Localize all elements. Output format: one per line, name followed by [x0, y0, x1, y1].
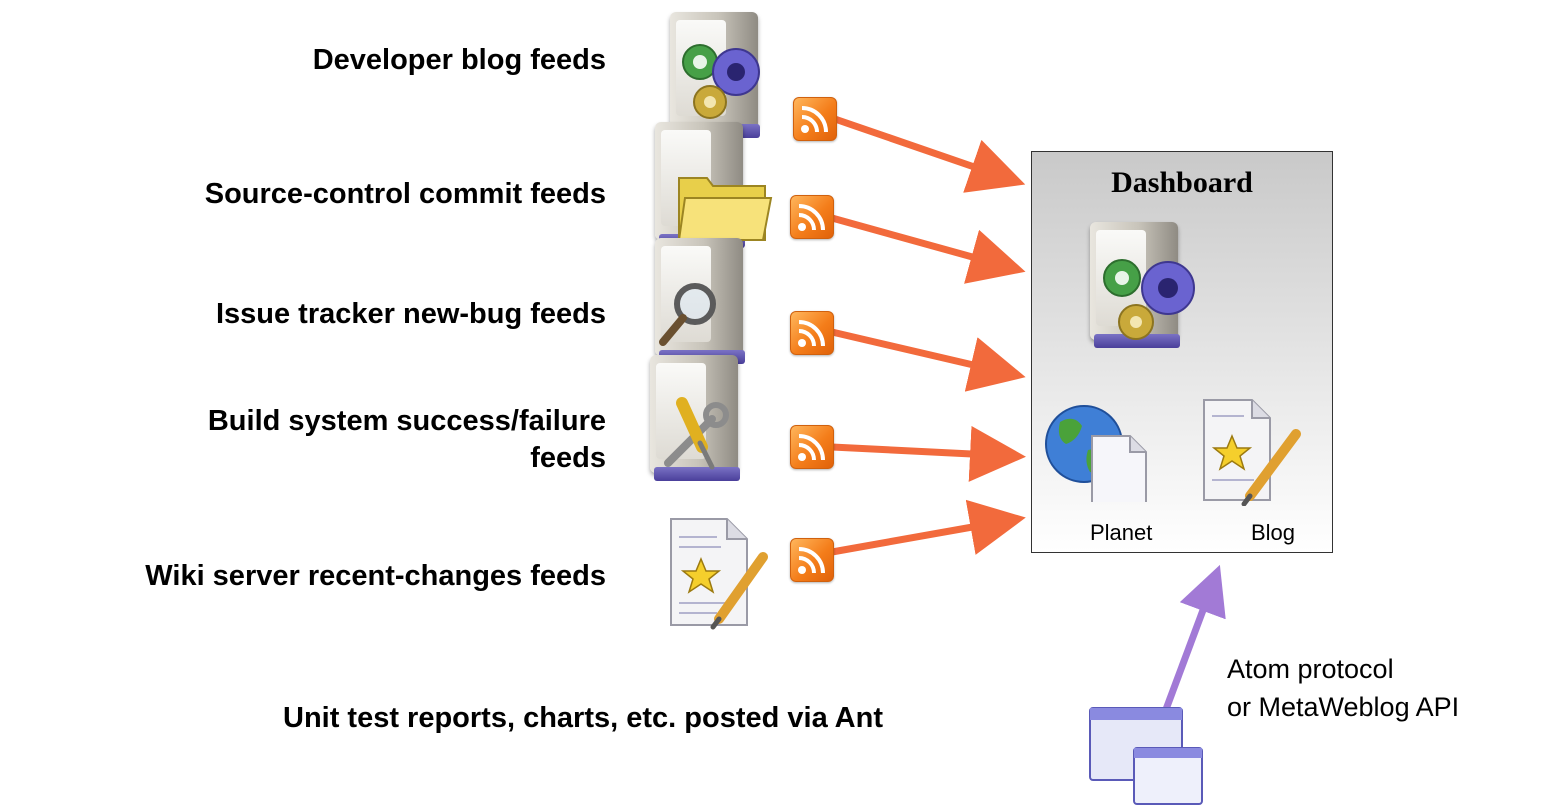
- feed-arrow-build-system: [831, 425, 1026, 482]
- protocol-label: Atom protocol or MetaWeblog API: [1227, 650, 1459, 726]
- source-label-wiki: Wiki server recent-changes feeds: [145, 560, 606, 592]
- server-tools-icon: [650, 355, 748, 485]
- protocol-label-line1: Atom protocol: [1227, 654, 1394, 684]
- rss-feed-icon: [793, 97, 837, 141]
- server-magnifier-icon: [655, 238, 753, 368]
- dashboard-server-gears-icon: [1090, 222, 1195, 352]
- feed-arrow-wiki: [831, 499, 1026, 556]
- rss-feed-icon: [790, 538, 834, 582]
- post-arrow-atom: [1161, 564, 1226, 714]
- rss-feed-icon: [790, 425, 834, 469]
- document-star-pencil-icon: [670, 518, 768, 630]
- source-label-build-system-line2: feeds: [530, 442, 606, 474]
- blog-label: Blog: [1251, 520, 1296, 545]
- feed-arrow-developer-blog: [830, 114, 1026, 193]
- feed-arrow-source-control: [831, 214, 1026, 284]
- source-label-issue-tracker: Issue tracker new-bug feeds: [215, 298, 606, 330]
- source-label-build-system: Build system success/failure feeds: [0, 403, 606, 477]
- source-label-developer-blog: Developer blog feeds: [312, 44, 606, 76]
- dashboard-title: Dashboard: [1111, 166, 1253, 199]
- blog-document-star-pencil-icon: [1203, 399, 1301, 506]
- source-label-build-system-line1: Build system success/failure: [207, 405, 606, 437]
- protocol-label-line2: or MetaWeblog API: [1227, 692, 1460, 722]
- application-windows-icon: [1089, 707, 1203, 805]
- feed-arrow-issue-tracker: [831, 328, 1026, 392]
- globe-document-icon: [1045, 405, 1147, 502]
- planet-label: Planet: [1090, 520, 1153, 545]
- ant-posting-label: Unit test reports, charts, etc. posted v…: [283, 702, 883, 734]
- source-label-source-control: Source-control commit feeds: [204, 178, 606, 210]
- rss-feed-icon: [790, 195, 834, 239]
- rss-feed-icon: [790, 311, 834, 355]
- dashboard-box: Dashboard Planet Blog: [1031, 151, 1333, 553]
- server-folder-icon: [655, 122, 773, 252]
